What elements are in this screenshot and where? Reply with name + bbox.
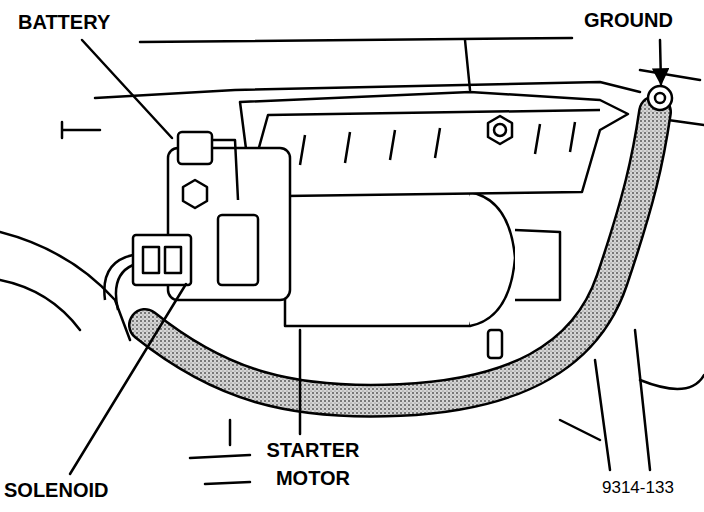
engine-outline	[0, 232, 130, 340]
frame-line	[140, 38, 572, 42]
ground-bolt	[655, 93, 665, 103]
part-label: 9314-133	[600, 474, 676, 502]
part-label: GROUND	[582, 6, 675, 34]
connector-plug	[133, 235, 191, 285]
part-label: STARTER MOTOR	[252, 436, 374, 492]
leader-line	[70, 284, 186, 474]
engine-outline	[0, 280, 80, 330]
engine-outline	[190, 455, 250, 484]
shield-edge	[250, 110, 600, 180]
part-label: BATTERY	[16, 8, 112, 36]
frame-line	[465, 40, 470, 90]
ground-cable	[145, 112, 655, 401]
leader-arrow	[660, 40, 661, 84]
part-label: SOLENOID	[2, 476, 110, 504]
connector-pin	[165, 247, 181, 273]
mount-bolt	[488, 330, 502, 358]
solenoid-cap	[218, 215, 258, 285]
stud	[62, 122, 100, 138]
shield-bolt	[488, 116, 512, 144]
terminal-nut	[183, 180, 207, 208]
leader-line	[299, 330, 302, 434]
leader-line	[82, 40, 172, 138]
terminal-strap	[212, 140, 238, 200]
connector-pin	[143, 247, 159, 273]
motor-housing	[285, 192, 480, 326]
ground-eyelet	[648, 86, 672, 110]
shield-slot	[300, 122, 575, 165]
drive-housing	[515, 230, 560, 300]
motor-end	[470, 192, 515, 326]
ground-cable-fill	[145, 112, 655, 401]
heat-shield	[240, 92, 628, 196]
connector-wire	[104, 255, 133, 310]
engine-outline	[595, 330, 650, 470]
battery-terminal	[178, 132, 212, 164]
bolt-head	[494, 124, 506, 136]
